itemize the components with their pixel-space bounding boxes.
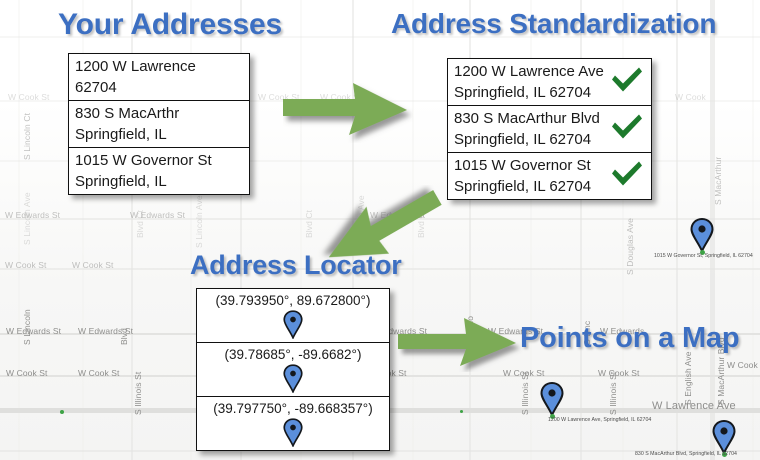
coordinate-value: (39.797750°, -89.668357°) [213,401,373,416]
map-street-label: W Cook St [6,368,48,378]
map-road-horizontal [0,218,760,220]
table-row[interactable]: (39.797750°, -89.668357°) [197,397,389,450]
map-road-vertical [530,0,532,460]
marker-anchor-dot [700,250,705,255]
heading-address-standardization: Address Standardization [391,8,717,39]
heading-your-addresses: Your Addresses [58,8,282,41]
map-street-label: S Illinois St [608,371,618,415]
map-street-label: W Edwards St [488,326,544,336]
address-line-2: 62704 [75,79,117,96]
address-line-2: Springfield, IL [75,173,167,190]
table-row[interactable]: 1200 W Lawrence 62704 [69,54,249,101]
map-road-vertical [300,0,302,460]
map-road-horizontal [0,160,760,162]
map-street-label: S Douglas Ave [625,218,635,275]
table-row[interactable]: (39.793950°, 89.672800°) [197,289,389,343]
marker-lawrence[interactable] [540,381,564,421]
marker-lawrence-label: 1200 W Lawrence Ave, Springfield, IL 627… [548,416,652,424]
heading-points-on-a-map: Points on a Map [520,322,740,354]
map-street-label: W Cook St [72,260,114,270]
map-road-vertical [412,0,414,460]
map-street-label: W Cook St [8,92,50,102]
map-road-vertical [752,0,754,460]
map-street-label: S Lincoln Ave [194,195,204,248]
map-street-label: S English Ave [683,351,693,405]
map-street-label: W Cook [675,92,706,102]
map-street-label: W Edwards St [5,210,61,220]
address-line-1: 830 S MacArthur Blvd [454,110,600,127]
map-street-label: W Cook St [320,92,362,102]
address-line-2: Springfield, IL [75,126,167,143]
map-street-label: W Edwards St [372,326,428,336]
map-road-vertical [469,0,471,460]
map-route-dot [460,410,463,413]
marker-anchor-dot [550,414,555,419]
table-row[interactable]: 830 S MacArthur Blvd Springfield, IL 627… [448,106,651,153]
table-row[interactable]: (39.78685°, -89.6682°) [197,343,389,397]
map-road-vertical [580,0,582,460]
address-line-1: 1200 W Lawrence Ave [454,63,604,80]
map-street-label: W Edwards St [130,210,186,220]
map-street-label: W Edwards St [78,326,134,336]
map-pin-icon [197,309,389,342]
coordinate-value: (39.793950°, 89.672800°) [215,293,371,308]
map-street-label: W Cook St [258,92,300,102]
address-line-1: 1015 W Governor St [75,152,212,169]
check-icon [610,114,644,145]
map-road-horizontal [0,450,760,452]
heading-address-locator: Address Locator [190,250,402,280]
map-road-vertical [131,0,133,460]
map-street-label: W Cook St [503,368,545,378]
map-street-label: S Lincoln Ct [22,112,32,160]
map-street-label: W Cook St [598,368,640,378]
address-locator-table[interactable]: (39.793950°, 89.672800°) (39.78685°, -89… [196,288,390,451]
map-street-label: W Edwards [600,326,645,336]
marker-governor-label: 1015 W Governor St, Springfield, IL 6270… [654,252,753,260]
map-pin-icon [712,419,736,456]
map-street-label-lawrence: W Lawrence Ave [652,400,736,412]
arrow-input-to-standardized [283,83,413,143]
marker-macarthur[interactable] [712,419,736,459]
table-row[interactable]: 1015 W Governor St Springfield, IL 62704 [448,153,651,199]
arrow-standardized-to-locator [310,185,450,275]
address-line-1: 1015 W Governor St [454,157,591,174]
coordinate-value: (39.78685°, -89.6682°) [224,347,362,362]
table-row[interactable]: 1015 W Governor St Springfield, IL [69,148,249,194]
map-pin-icon [197,417,389,450]
check-icon [610,161,644,192]
address-line-2: Springfield, IL 62704 [454,131,592,148]
input-address-table[interactable]: 1200 W Lawrence 62704 830 S MacArthr Spr… [68,53,250,195]
map-pin-icon [540,381,564,418]
arrow-locator-to-map [398,312,523,372]
table-row[interactable]: 830 S MacArthr Springfield, IL [69,101,249,148]
map-street-label: W Edwards St [6,326,62,336]
map-road-vertical [622,0,624,460]
map-street-label: S Illinois St [133,371,143,415]
marker-anchor-dot [722,452,727,457]
address-line-1: 830 S MacArthr [75,105,180,122]
map-route-dot [60,410,64,414]
standardized-address-table[interactable]: 1200 W Lawrence Ave Springfield, IL 6270… [447,58,652,200]
marker-macarthur-label: 830 S MacArthur Blvd, Springfield, IL 62… [635,450,737,458]
map-road-vertical [18,0,20,460]
address-line-2: Springfield, IL 62704 [454,84,592,101]
marker-governor[interactable] [690,217,714,257]
map-road-vertical [676,0,678,460]
table-row[interactable]: 1200 W Lawrence Ave Springfield, IL 6270… [448,59,651,106]
map-road-horizontal [0,36,760,38]
address-line-2: Springfield, IL 62704 [454,178,592,195]
address-line-1: 1200 W Lawrence [75,58,196,75]
map-pin-icon [690,217,714,254]
map-street-label: W Cook St [5,260,47,270]
map-road-horizontal [0,268,760,270]
check-icon [610,67,644,98]
map-street-label: W Cook St [78,368,120,378]
map-pin-icon [197,363,389,396]
map-road-vertical [82,0,84,460]
map-street-label: S MacArthur [713,156,723,205]
map-road-vertical [190,0,192,460]
map-road-vertical [240,0,242,460]
map-street-label: S Illinois St [520,371,530,415]
map-street-label: W Cook [727,360,758,370]
